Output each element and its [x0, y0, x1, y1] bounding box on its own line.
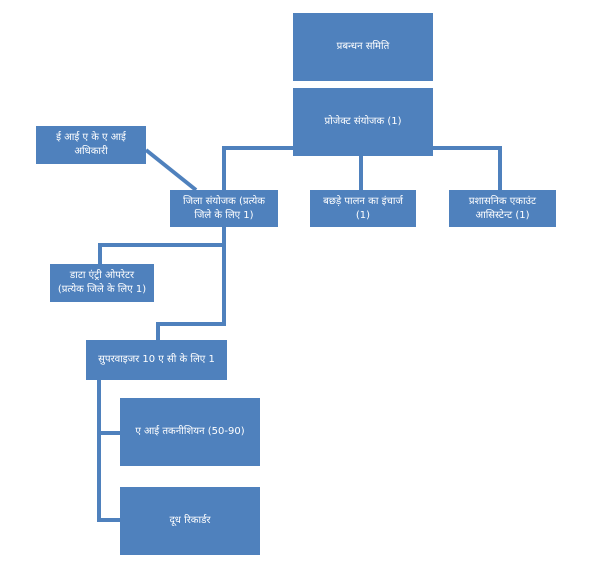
node-calf-rearing-incharge[interactable]: बछड़े पालन का इंचार्ज (1) — [310, 190, 416, 227]
connector-line — [97, 518, 120, 522]
node-district-coordinator[interactable]: जिला संयोजक (प्रत्येक जिले के लिए 1) — [170, 190, 278, 227]
connector-line — [359, 146, 363, 190]
connector-line — [97, 431, 120, 435]
node-data-entry-operator[interactable]: डाटा एंट्री ओपरेटर (प्रत्येक जिले के लिए… — [50, 264, 154, 302]
connector-line — [98, 243, 224, 247]
node-ai-technician[interactable]: ए आई तकनीशियन (50-90) — [120, 398, 260, 466]
node-supervisor[interactable]: सुपरवाइजर 10 ए सी के लिए 1 — [86, 340, 227, 380]
node-management-committee[interactable]: प्रबन्धन समिति — [293, 13, 433, 81]
connector-line — [156, 322, 226, 326]
connector-line — [222, 146, 226, 190]
connector-line — [156, 322, 160, 340]
connector-line — [97, 380, 101, 522]
node-admin-account-assistant[interactable]: प्रशासनिक एकाउंट आसिस्टेन्ट (1) — [449, 190, 556, 227]
connector-line — [498, 146, 502, 190]
node-milk-recorder[interactable]: दूध रिकार्डर — [120, 487, 260, 555]
node-ia-ka-ai-officer[interactable]: ई आई ए के ए आई अधिकारी — [36, 126, 146, 164]
node-project-coordinator[interactable]: प्रोजेक्ट संयोजक (1) — [293, 88, 433, 156]
connector-line — [98, 243, 102, 265]
connector-line — [222, 226, 226, 326]
